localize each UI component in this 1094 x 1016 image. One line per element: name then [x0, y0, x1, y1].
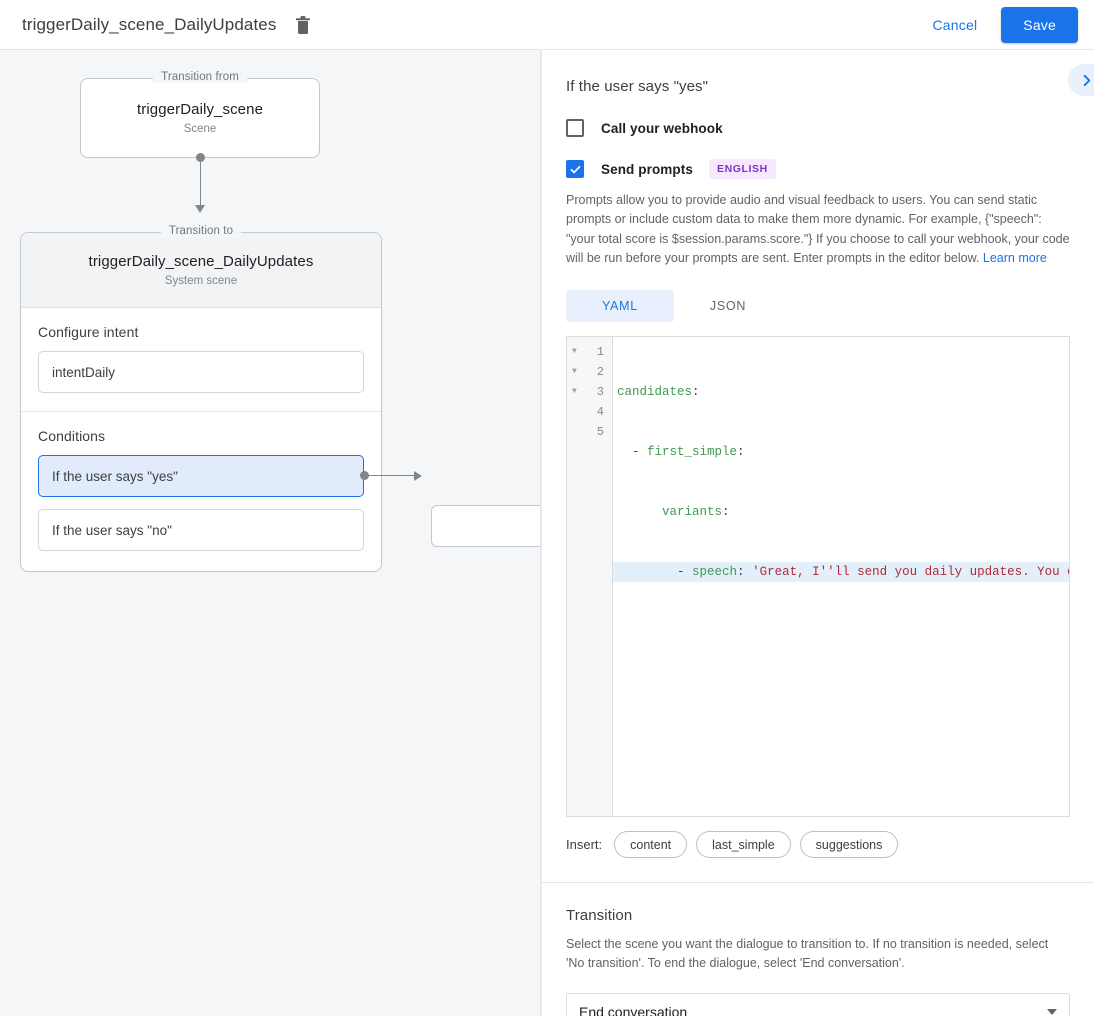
insert-row: Insert: content last_simple suggestions [566, 831, 1070, 858]
transition-target-node[interactable] [431, 505, 541, 547]
fold-toggle-icon[interactable]: ▼ [572, 367, 577, 376]
gutter-line-3: ▼3 [567, 382, 612, 402]
panel-title: If the user says "yes" [566, 78, 709, 95]
transition-to-scene-type: System scene [164, 275, 238, 287]
panel-body: If the user says "yes" Call your webhook… [542, 50, 1094, 1016]
transition-select-value: End conversation [579, 1004, 688, 1016]
gutter-line-2: ▼2 [567, 362, 612, 382]
code-line-3: variants: [662, 505, 730, 519]
connector-arrow-right [414, 471, 422, 481]
call-webhook-label: Call your webhook [601, 120, 723, 136]
chevron-right-icon[interactable] [1068, 64, 1094, 96]
call-webhook-row[interactable]: Call your webhook [566, 119, 1070, 137]
code-line-1: candidates: [617, 385, 700, 399]
transition-to-legend: Transition to [160, 225, 242, 237]
transition-description: Select the scene you want the dialogue t… [566, 937, 1049, 971]
prompts-description: Prompts allow you to provide audio and v… [566, 191, 1070, 268]
send-prompts-row[interactable]: Send prompts ENGLISH [566, 159, 1070, 179]
language-badge: ENGLISH [708, 159, 776, 179]
configure-intent-section: Configure intent intentDaily [21, 308, 381, 411]
trash-icon[interactable] [290, 12, 316, 38]
insert-label: Insert: [566, 837, 603, 852]
code-line-5 [613, 622, 1069, 642]
prompts-description-text: Prompts allow you to provide audio and v… [566, 193, 1070, 265]
transition-section-title: Transition [566, 907, 633, 924]
fold-toggle-icon[interactable]: ▼ [572, 387, 577, 396]
canvas-edge-divider [540, 50, 541, 1016]
configure-intent-label: Configure intent [38, 324, 139, 340]
tab-json[interactable]: JSON [709, 299, 747, 313]
connector-line-horizontal [364, 475, 418, 476]
format-tabs: YAML JSON [566, 290, 1070, 322]
transition-from-scene-type: Scene [183, 123, 217, 135]
topbar-actions: Cancel Save [919, 6, 1078, 43]
insert-chip-suggestions[interactable]: suggestions [799, 831, 899, 858]
connector-arrow-down [195, 205, 205, 213]
insert-chip-content[interactable]: content [614, 831, 688, 858]
transition-to-scene-name: triggerDaily_scene_DailyUpdates [88, 253, 314, 270]
conditions-label: Conditions [38, 428, 106, 444]
editor-code-area[interactable]: candidates: - first_simple: variants: - … [613, 337, 1069, 816]
save-button[interactable]: Save [1001, 6, 1078, 43]
gutter-line-4: 4 [596, 405, 604, 419]
tab-yaml[interactable]: YAML [566, 290, 674, 322]
prompt-code-editor[interactable]: ▼1 ▼2 ▼3 4 5 candidates: - first_simple:… [566, 336, 1070, 817]
transition-from-legend: Transition from [153, 71, 247, 83]
intent-item[interactable]: intentDaily [38, 351, 364, 393]
gutter-line-5: 5 [596, 425, 604, 439]
gutter-line-1: ▼1 [567, 342, 612, 362]
page-title: triggerDaily_scene_DailyUpdates [22, 14, 277, 34]
code-line-4: - speech: 'Great, I''ll send you daily u… [613, 562, 1069, 582]
transition-from-card[interactable]: Transition from triggerDaily_scene Scene [80, 71, 320, 158]
condition-details-panel: If the user says "yes" Call your webhook… [541, 50, 1094, 1016]
connector-line-vertical [200, 157, 201, 211]
transition-to-header: triggerDaily_scene_DailyUpdates System s… [21, 233, 381, 308]
transition-to-card[interactable]: Transition to triggerDaily_scene_DailyUp… [20, 225, 382, 572]
chevron-down-icon[interactable] [1047, 1009, 1057, 1016]
transition-from-scene-name: triggerDaily_scene [136, 101, 264, 118]
code-line-2: - first_simple: [632, 445, 745, 459]
panel-header: If the user says "yes" [566, 50, 1094, 96]
fold-toggle-icon[interactable]: ▼ [572, 347, 577, 356]
insert-chip-last-simple[interactable]: last_simple [696, 831, 791, 858]
transition-select[interactable]: End conversation [566, 992, 1070, 1016]
scene-graph-canvas[interactable]: Transition from triggerDaily_scene Scene… [0, 50, 541, 1016]
conditions-section: Conditions If the user says "yes" If the… [21, 411, 381, 569]
send-prompts-checkbox[interactable] [566, 160, 584, 178]
editor-gutter: ▼1 ▼2 ▼3 4 5 [567, 337, 613, 816]
learn-more-link[interactable]: Learn more [982, 250, 1047, 265]
cancel-button[interactable]: Cancel [919, 9, 992, 41]
call-webhook-checkbox[interactable] [566, 119, 584, 137]
condition-item-no[interactable]: If the user says "no" [38, 509, 364, 551]
condition-item-yes[interactable]: If the user says "yes" [38, 455, 364, 497]
send-prompts-label: Send prompts [601, 161, 693, 177]
section-divider [542, 882, 1094, 883]
top-app-bar: triggerDaily_scene_DailyUpdates Cancel S… [0, 0, 1094, 50]
